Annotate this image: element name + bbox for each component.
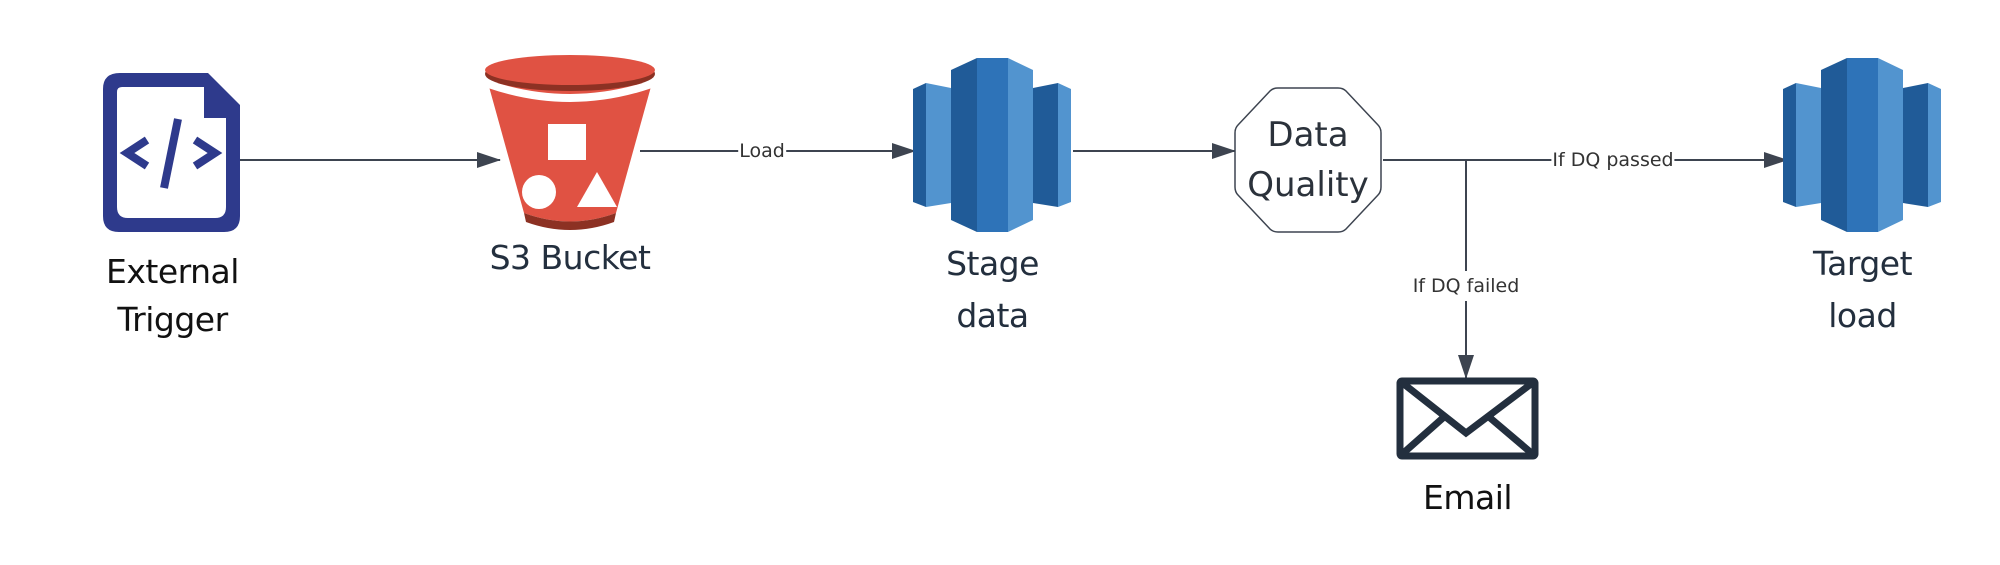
data-quality-label-line-1: Data bbox=[1267, 115, 1349, 155]
s3-bucket-label: S3 Bucket bbox=[470, 234, 670, 282]
data-quality-label-line-2: Quality bbox=[1247, 165, 1369, 205]
external-trigger-label-line-2: Trigger bbox=[117, 300, 228, 339]
edge-label-dq-passed: If DQ passed bbox=[1551, 149, 1675, 171]
external-trigger-label-line-1: External bbox=[106, 252, 239, 291]
email-label-line-1: Email bbox=[1422, 478, 1513, 517]
external-trigger-label: External Trigger bbox=[80, 248, 265, 344]
envelope-icon[interactable] bbox=[1396, 377, 1539, 460]
redshift-icon-stage[interactable] bbox=[913, 58, 1071, 232]
redshift-icon-target[interactable] bbox=[1783, 58, 1941, 232]
data-quality-octagon[interactable] bbox=[1234, 87, 1382, 233]
edge-label-load: Load bbox=[738, 140, 786, 162]
data-quality-label: Data Quality bbox=[1235, 110, 1381, 210]
email-label: Email bbox=[1390, 474, 1545, 522]
edge-label-dq-failed: If DQ failed bbox=[1410, 271, 1522, 301]
target-load-label-line-2: load bbox=[1828, 296, 1897, 335]
stage-data-label: Stage data bbox=[900, 238, 1085, 342]
code-file-icon[interactable] bbox=[103, 73, 240, 232]
target-load-label: Target load bbox=[1770, 238, 1955, 342]
target-load-label-line-1: Target bbox=[1812, 244, 1913, 283]
stage-data-label-line-1: Stage bbox=[946, 244, 1039, 283]
stage-data-label-line-2: data bbox=[956, 296, 1029, 335]
s3-bucket-label-line-1: S3 Bucket bbox=[489, 238, 651, 277]
s3-bucket-icon[interactable] bbox=[485, 55, 655, 230]
